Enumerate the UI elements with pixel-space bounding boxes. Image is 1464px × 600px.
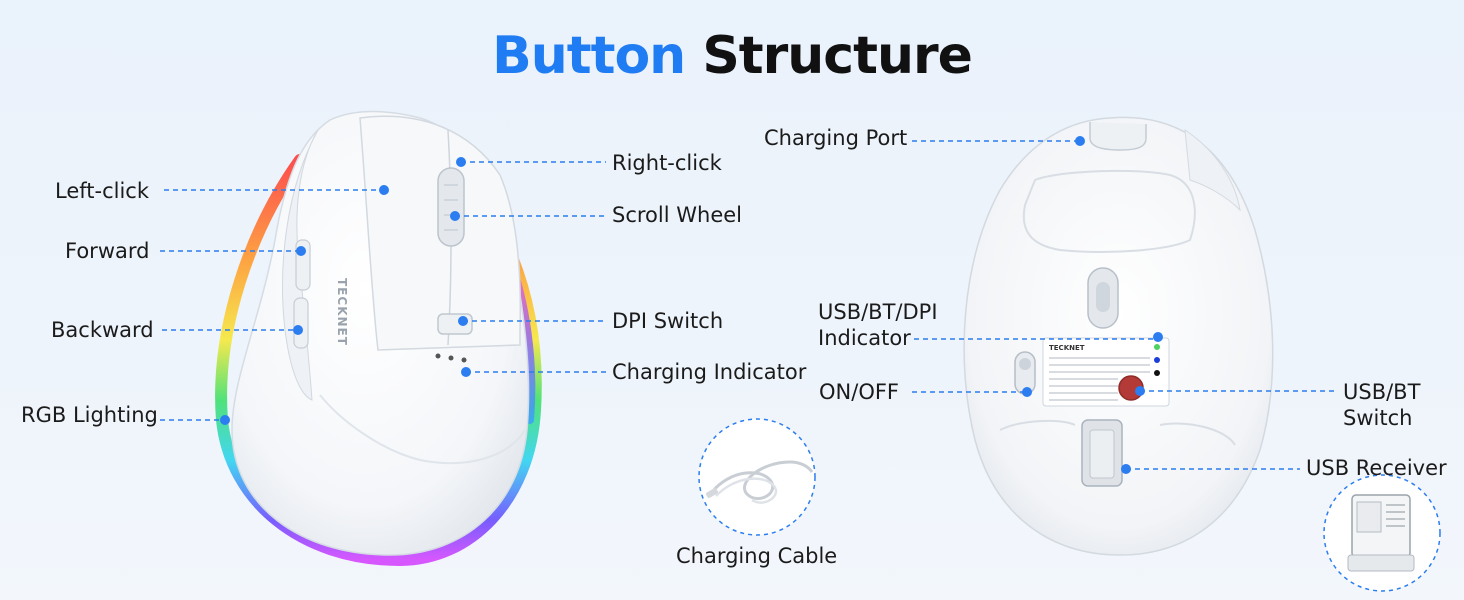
sticker-brand: TECKNET [1049,344,1085,352]
label-usb-receiver: USB Receiver [1306,456,1447,480]
label-charging-cable: Charging Cable [676,544,838,568]
right-click-marker [456,157,466,167]
mouse-side-view [215,110,542,567]
label-charging-indicator: Charging Indicator [612,360,807,384]
forward-marker [296,246,306,256]
on-off-marker [1022,387,1032,397]
charging-indicator-marker [461,367,471,377]
label-scroll-wheel: Scroll Wheel [612,203,742,227]
label-rgb-lighting: RGB Lighting [21,403,158,427]
usb-receiver-marker [1121,464,1131,474]
usb-receiver-image [1323,474,1441,592]
label-left-click: Left-click [55,179,150,203]
rgb-lighting-marker [220,415,230,425]
usb-bt-switch-marker [1135,386,1145,396]
charging-cable-image [698,418,816,536]
label-on-off: ON/OFF [819,380,900,404]
title-part-1: Button [492,26,686,86]
label-forward: Forward [65,239,150,263]
charging-port-marker [1075,136,1085,146]
label-usb-bt-switch: USB/BT Switch [1343,380,1421,430]
label-right-click: Right-click [612,151,722,175]
dpi-switch-marker [458,316,468,326]
brand-logo-side: TECKNET [335,278,349,346]
indicator-marker [1153,332,1163,342]
scroll-wheel-marker [450,211,460,221]
title-part-2: Structure [702,26,973,86]
mouse-bottom-view: TECKNET [963,116,1274,556]
page-title: Button Structure [0,26,1464,86]
backward-marker [293,325,303,335]
label-usb-bt-dpi-indicator: USB/BT/DPI Indicator [818,300,938,350]
label-charging-port: Charging Port [764,126,908,150]
left-click-marker [379,185,389,195]
label-backward: Backward [51,318,154,342]
label-dpi-switch: DPI Switch [612,309,724,333]
